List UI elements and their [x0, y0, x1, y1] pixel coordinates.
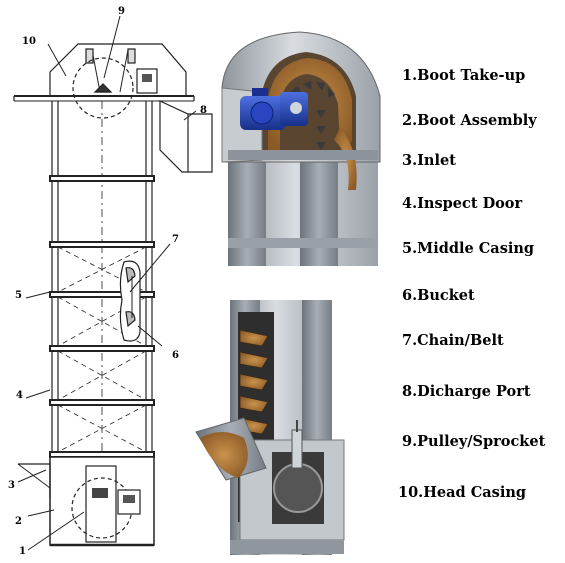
callout-9: 9: [118, 6, 125, 17]
legend-item-inlet: 3.Inlet: [402, 152, 456, 169]
callout-10: 10: [22, 36, 36, 47]
legend-item-boot-take-up: 1.Boot Take-up: [402, 67, 525, 84]
callout-leaders: [17, 15, 197, 551]
callout-6: 6: [172, 350, 179, 361]
callout-4: 4: [16, 390, 23, 401]
callout-numbers: 1 2 3 4 5 6 7 8 9 10: [8, 6, 207, 557]
callout-5: 5: [15, 290, 22, 301]
legend-item-inspect-door: 4.Inspect Door: [402, 195, 522, 212]
legend-item-boot-assembly: 2.Boot Assembly: [402, 112, 537, 129]
head-cutaway-illustration: [221, 31, 381, 266]
casing-flanges: [49, 175, 155, 458]
callout-1: 1: [19, 546, 26, 557]
legend-item-head-casing: 10.Head Casing: [398, 484, 526, 501]
callout-7: 7: [172, 234, 179, 245]
bucket-detail: [119, 260, 141, 342]
legend-item-pulley-sprocket: 9.Pulley/Sprocket: [402, 433, 546, 450]
inlet-chute: [17, 463, 51, 498]
legend-item-middle-casing: 5.Middle Casing: [402, 240, 534, 257]
legend-item-bucket: 6.Bucket: [402, 287, 475, 304]
legend-item-chain-belt: 7.Chain/Belt: [402, 332, 504, 349]
head-casing: [13, 43, 195, 102]
callout-3: 3: [8, 480, 15, 491]
boot-assembly: [49, 456, 155, 547]
callout-2: 2: [15, 516, 22, 527]
callout-8: 8: [200, 105, 207, 116]
discharge-port: [159, 100, 213, 173]
drive-motor: [240, 88, 308, 130]
parts-legend: 1.Boot Take-up 2.Boot Assembly 3.Inlet 4…: [398, 67, 546, 501]
elevator-line-drawing: [13, 43, 213, 547]
head-pulley: [72, 57, 134, 119]
legend-item-discharge-port: 8.Dicharge Port: [402, 383, 531, 400]
boot-cutaway-illustration: [195, 300, 345, 555]
